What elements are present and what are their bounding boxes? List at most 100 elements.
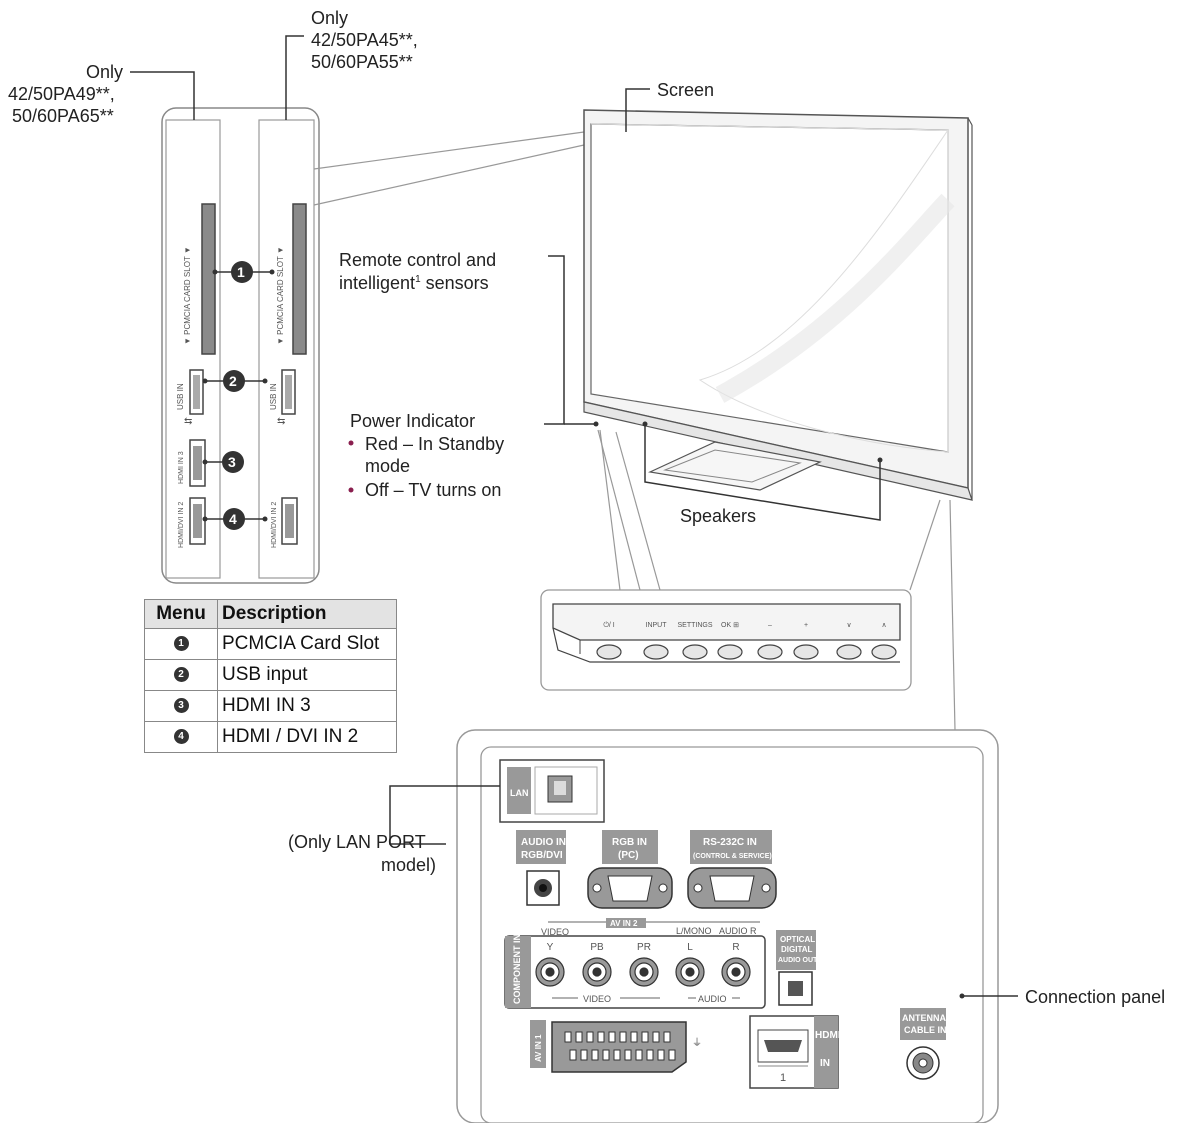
usb-symbol-icon: ⇆ bbox=[277, 416, 285, 427]
tv-stand bbox=[647, 441, 822, 491]
scart-pin bbox=[602, 1049, 610, 1061]
tv-front bbox=[544, 88, 973, 731]
table-cell-desc: PCMCIA Card Slot bbox=[217, 628, 397, 660]
svg-text:Only: Only bbox=[311, 8, 348, 28]
svg-text:42/50PA49**,: 42/50PA49**, bbox=[8, 84, 115, 104]
tv-button[interactable] bbox=[793, 644, 819, 660]
scart-pin bbox=[591, 1049, 599, 1061]
scart-pin bbox=[663, 1031, 671, 1043]
jack-label: PR bbox=[637, 942, 651, 953]
rear-panel: LAN AUDIO IN RGB/DVI RGB IN (PC) RS-232C… bbox=[389, 729, 1018, 1123]
callout-only-a: Only 42/50PA49**, 50/60PA65** bbox=[8, 62, 123, 126]
menu-description-table: Menu Description 1 PCMCIA Card Slot 2 US… bbox=[144, 599, 397, 753]
tv-button[interactable] bbox=[682, 644, 708, 660]
jack-label: L bbox=[687, 942, 693, 953]
svg-text:intelligent1 sensors: intelligent1 sensors bbox=[339, 273, 489, 293]
callout-only-b: Only 42/50PA45**, 50/60PA55** bbox=[311, 8, 418, 72]
jack-label: Y bbox=[547, 942, 554, 953]
svg-text:mode: mode bbox=[365, 456, 410, 476]
scart-pin bbox=[646, 1049, 654, 1061]
pcmcia-slot-right bbox=[292, 203, 307, 355]
jack-label: PB bbox=[590, 942, 604, 953]
scart-pin bbox=[624, 1049, 632, 1061]
svg-text:DIGITAL: DIGITAL bbox=[781, 945, 813, 954]
svg-text:CABLE IN: CABLE IN bbox=[904, 1025, 947, 1035]
svg-text:⏚: ⏚ bbox=[692, 1037, 702, 1049]
number-badge: 3 bbox=[173, 698, 189, 714]
svg-text:Off – TV turns on: Off – TV turns on bbox=[365, 480, 501, 500]
svg-text:1: 1 bbox=[780, 1072, 786, 1084]
scart-pin bbox=[668, 1049, 676, 1061]
number-badge: 2 bbox=[173, 667, 189, 683]
svg-text:42/50PA45**,: 42/50PA45**, bbox=[311, 30, 418, 50]
scart-pin bbox=[608, 1031, 616, 1043]
svg-text:(PC): (PC) bbox=[618, 850, 639, 861]
svg-text:AV IN 1: AV IN 1 bbox=[534, 1034, 543, 1062]
rca-jack bbox=[731, 967, 741, 977]
hdmi3-label: HDMI IN 3 bbox=[178, 451, 185, 484]
menu-header: Menu bbox=[144, 599, 218, 629]
scart-port bbox=[551, 1021, 687, 1073]
button-label: ∨ bbox=[846, 622, 851, 629]
button-label: SETTINGS bbox=[677, 622, 712, 629]
svg-text:VIDEO: VIDEO bbox=[583, 994, 611, 1004]
scart-pin bbox=[580, 1049, 588, 1061]
button-label: OK ⊞ bbox=[721, 622, 739, 629]
svg-text:AUDIO R: AUDIO R bbox=[719, 926, 757, 936]
svg-text:AV IN 2: AV IN 2 bbox=[610, 919, 638, 928]
usb-label-right: USB IN bbox=[269, 383, 278, 410]
svg-text:LAN: LAN bbox=[510, 788, 529, 798]
svg-text:Remote control and: Remote control and bbox=[339, 250, 496, 270]
tv-button[interactable] bbox=[596, 644, 622, 660]
scart-pin bbox=[613, 1049, 621, 1061]
svg-text:(Only LAN PORT: (Only LAN PORT bbox=[288, 832, 426, 852]
svg-text:50/60PA65**: 50/60PA65** bbox=[12, 106, 114, 126]
svg-text:HDMI: HDMI bbox=[815, 1030, 841, 1041]
tv-button[interactable] bbox=[871, 644, 897, 660]
marker-3 bbox=[222, 451, 244, 473]
svg-text:OPTICAL: OPTICAL bbox=[780, 935, 815, 944]
svg-text:model): model) bbox=[381, 855, 436, 875]
tv-button[interactable] bbox=[717, 644, 743, 660]
power-indicator-label: Power Indicator Red – In Standby mode Of… bbox=[348, 411, 504, 500]
rca-jack bbox=[685, 967, 695, 977]
button-label: INPUT bbox=[646, 622, 668, 629]
side-panel: ▼ PCMCIA CARD SLOT ▼ ▼ PCMCIA CARD SLOT … bbox=[130, 35, 585, 584]
pcmcia-slot-left bbox=[201, 203, 216, 355]
svg-text:1: 1 bbox=[237, 264, 245, 280]
jack-label: R bbox=[732, 942, 739, 953]
scart-pin bbox=[652, 1031, 660, 1043]
button-label: ⏻/ I bbox=[603, 621, 614, 629]
button-label: ∧ bbox=[881, 622, 886, 629]
table-row: 1 PCMCIA Card Slot bbox=[144, 628, 397, 660]
svg-text:RS-232C IN: RS-232C IN bbox=[703, 837, 757, 848]
pcmcia-label-left: ▼ PCMCIA CARD SLOT ▼ bbox=[183, 246, 192, 345]
table-row: 4 HDMI / DVI IN 2 bbox=[144, 721, 397, 753]
screen-label: Screen bbox=[657, 80, 714, 100]
description-header: Description bbox=[217, 599, 397, 629]
table-cell-desc: HDMI / DVI IN 2 bbox=[217, 721, 397, 753]
tv-button[interactable] bbox=[757, 644, 783, 660]
button-label: + bbox=[804, 622, 808, 629]
scart-pin bbox=[630, 1031, 638, 1043]
scart-pin bbox=[657, 1049, 665, 1061]
svg-text:2: 2 bbox=[229, 373, 237, 389]
marker-2 bbox=[223, 370, 245, 392]
svg-text:COMPONENT IN: COMPONENT IN bbox=[512, 934, 522, 1004]
svg-text:AUDIO OUT: AUDIO OUT bbox=[778, 957, 818, 964]
svg-text:RGB IN: RGB IN bbox=[612, 837, 647, 848]
svg-text:AUDIO IN: AUDIO IN bbox=[521, 837, 566, 848]
rca-jack bbox=[639, 967, 649, 977]
svg-text:4: 4 bbox=[229, 511, 237, 527]
scart-pin bbox=[586, 1031, 594, 1043]
table-header-row: Menu Description bbox=[144, 599, 397, 629]
scart-pin bbox=[564, 1031, 572, 1043]
number-badge: 4 bbox=[173, 729, 189, 745]
number-badge: 1 bbox=[173, 636, 189, 652]
button-label: – bbox=[768, 622, 772, 629]
tv-button[interactable] bbox=[836, 644, 862, 660]
svg-text:3: 3 bbox=[228, 454, 236, 470]
tv-button[interactable] bbox=[643, 644, 669, 660]
svg-text:Red – In Standby: Red – In Standby bbox=[365, 434, 504, 454]
